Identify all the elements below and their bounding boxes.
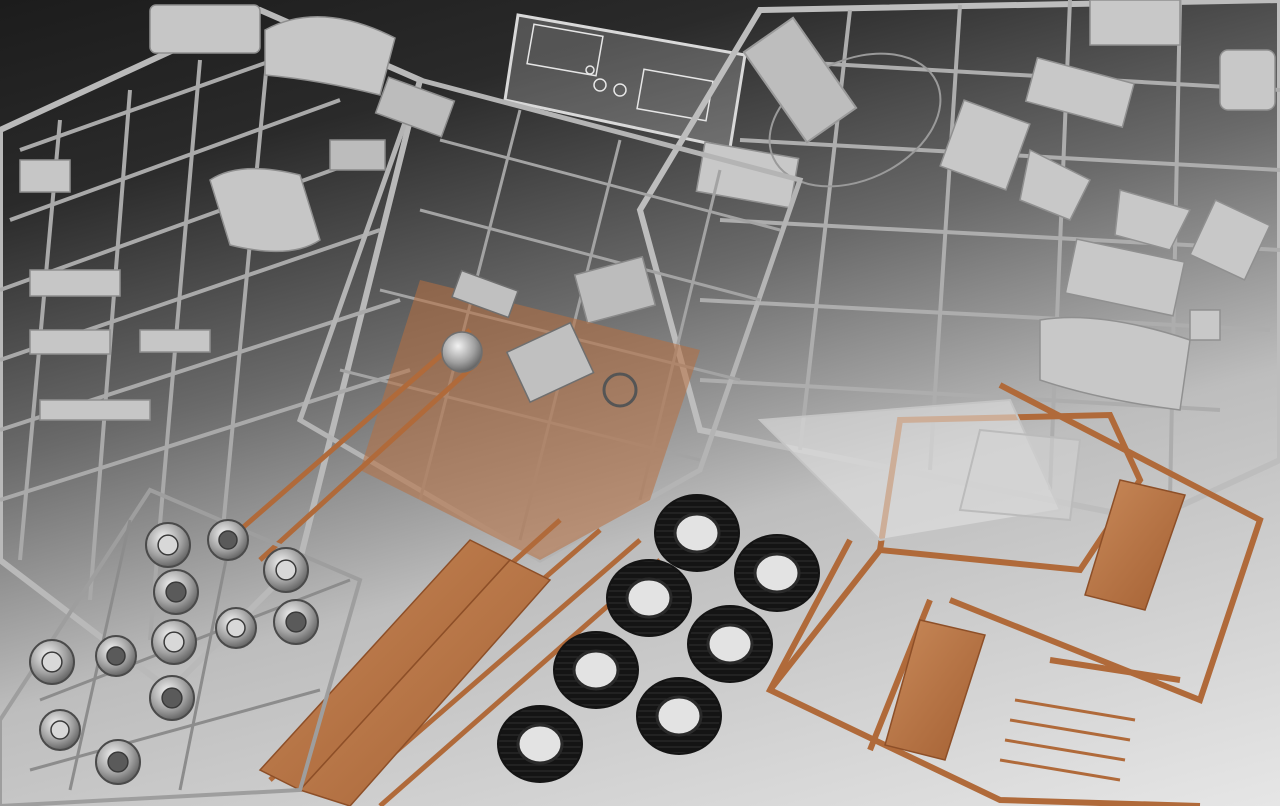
tan-sprue-center xyxy=(238,269,700,806)
chrome-wheel xyxy=(215,607,257,649)
chrome-wheel xyxy=(95,739,141,785)
clear-sprue xyxy=(503,13,747,150)
chrome-wheel xyxy=(149,675,195,721)
tire xyxy=(636,677,722,755)
grey-sprue-left xyxy=(0,4,424,694)
tire xyxy=(734,534,820,612)
chrome-wheel xyxy=(145,522,191,568)
clear-sheet xyxy=(757,398,1082,542)
tire xyxy=(553,631,639,709)
chrome-wheel xyxy=(263,547,309,593)
tire xyxy=(654,494,740,572)
chrome-wheel xyxy=(95,635,137,677)
chrome-wheels-sprue xyxy=(0,487,363,806)
chrome-wheel xyxy=(39,709,81,751)
chrome-wheel xyxy=(151,619,197,665)
chrome-wheel xyxy=(273,599,319,645)
chrome-wheel xyxy=(207,519,249,561)
tires-group xyxy=(497,494,820,783)
tire xyxy=(497,705,583,783)
chrome-wheel xyxy=(153,569,199,615)
tire xyxy=(687,605,773,683)
tire xyxy=(606,559,692,637)
tan-sprue-right xyxy=(765,382,1264,806)
chrome-wheel xyxy=(29,639,75,685)
